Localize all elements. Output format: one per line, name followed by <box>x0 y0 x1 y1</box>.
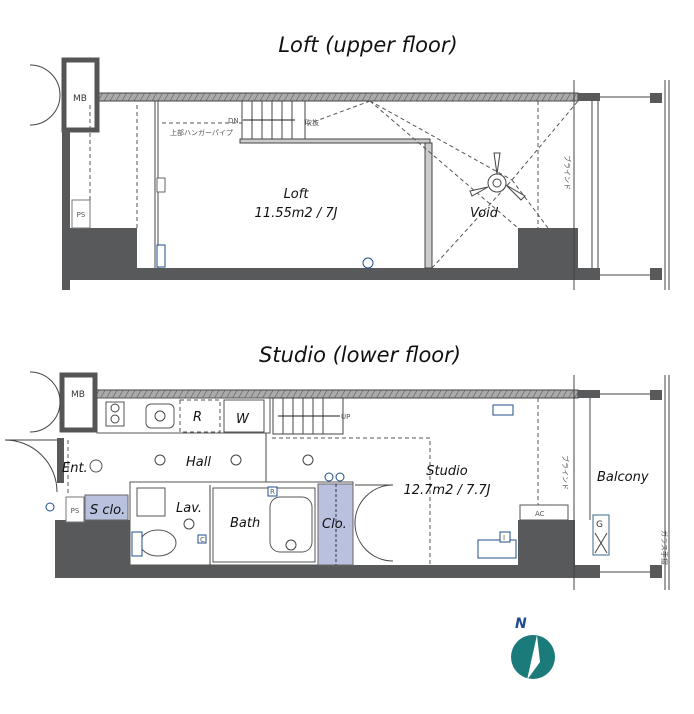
ceiling-fan-icon <box>469 152 526 201</box>
void-diagonals <box>304 100 579 269</box>
hanger-pipe-label: 上部ハンガーパイプ <box>170 128 233 137</box>
bottom-wall-lower <box>55 565 600 578</box>
bath-label: Bath <box>230 516 260 531</box>
closet-label: Clo. <box>322 517 347 532</box>
c-mark: C <box>200 536 205 544</box>
fridge-label: R <box>193 410 202 425</box>
blind-label: ブラインド <box>563 155 572 190</box>
ps-label-lower: PS <box>71 507 80 515</box>
up-label: UP <box>341 413 350 421</box>
balcony-label: Balcony <box>597 470 649 485</box>
closet-door-swing <box>354 484 394 562</box>
stairs-lower <box>272 397 344 435</box>
blind-label-lower: ブラインド <box>561 455 570 490</box>
entrance-door-swing <box>4 439 58 493</box>
washer-label: W <box>236 412 250 427</box>
upper-floor-title: Loft (upper floor) <box>278 33 457 57</box>
bottom-wall <box>62 268 600 280</box>
mb-box <box>61 57 100 133</box>
studio-name: Studio <box>426 464 467 479</box>
hall-label: Hall <box>186 455 211 470</box>
lower-floor-title: Studio (lower floor) <box>259 343 461 367</box>
mb-label-lower: MB <box>71 390 85 400</box>
studio-area: 12.7m2 / 7.7J <box>403 483 490 498</box>
entrance-label: Ent. <box>62 461 88 476</box>
r-mark: R <box>270 488 275 496</box>
gas-label: G <box>596 520 603 530</box>
loft-plan: MB PS 上部ハンガーパイプ DN 吹抜 <box>29 57 670 290</box>
lavatory-label: Lav. <box>176 501 202 516</box>
void-label: Void <box>470 206 499 221</box>
dn-label: DN <box>228 117 239 125</box>
loft-name: Loft <box>284 187 310 202</box>
gas-meter <box>592 514 610 556</box>
glass-rail-label: ガラス手摺 <box>660 530 669 565</box>
void-jp-label: 吹抜 <box>305 118 319 127</box>
stairs <box>241 100 306 140</box>
door-swing <box>29 64 61 126</box>
stove-icon <box>105 401 125 427</box>
wash-basin <box>136 487 166 517</box>
outlet-panel <box>477 539 517 559</box>
i-mark: I <box>503 534 505 542</box>
hatched-wall <box>96 92 579 102</box>
toilet-icon <box>139 529 177 557</box>
studio-plan: MB PS Ent. S clo. R W UP <box>4 371 670 590</box>
loft-area: 11.55m2 / 7J <box>255 206 338 221</box>
shoe-closet <box>84 494 129 521</box>
shoe-closet-label: S clo. <box>90 503 125 518</box>
mb-label: MB <box>73 94 87 104</box>
north-compass-icon: N <box>511 616 555 680</box>
washer-area <box>223 399 265 433</box>
sink-icon <box>145 403 175 429</box>
bathtub <box>269 496 313 553</box>
ac-label: AC <box>535 510 545 518</box>
ps-label: PS <box>77 211 86 219</box>
compass-label: N <box>515 616 527 632</box>
